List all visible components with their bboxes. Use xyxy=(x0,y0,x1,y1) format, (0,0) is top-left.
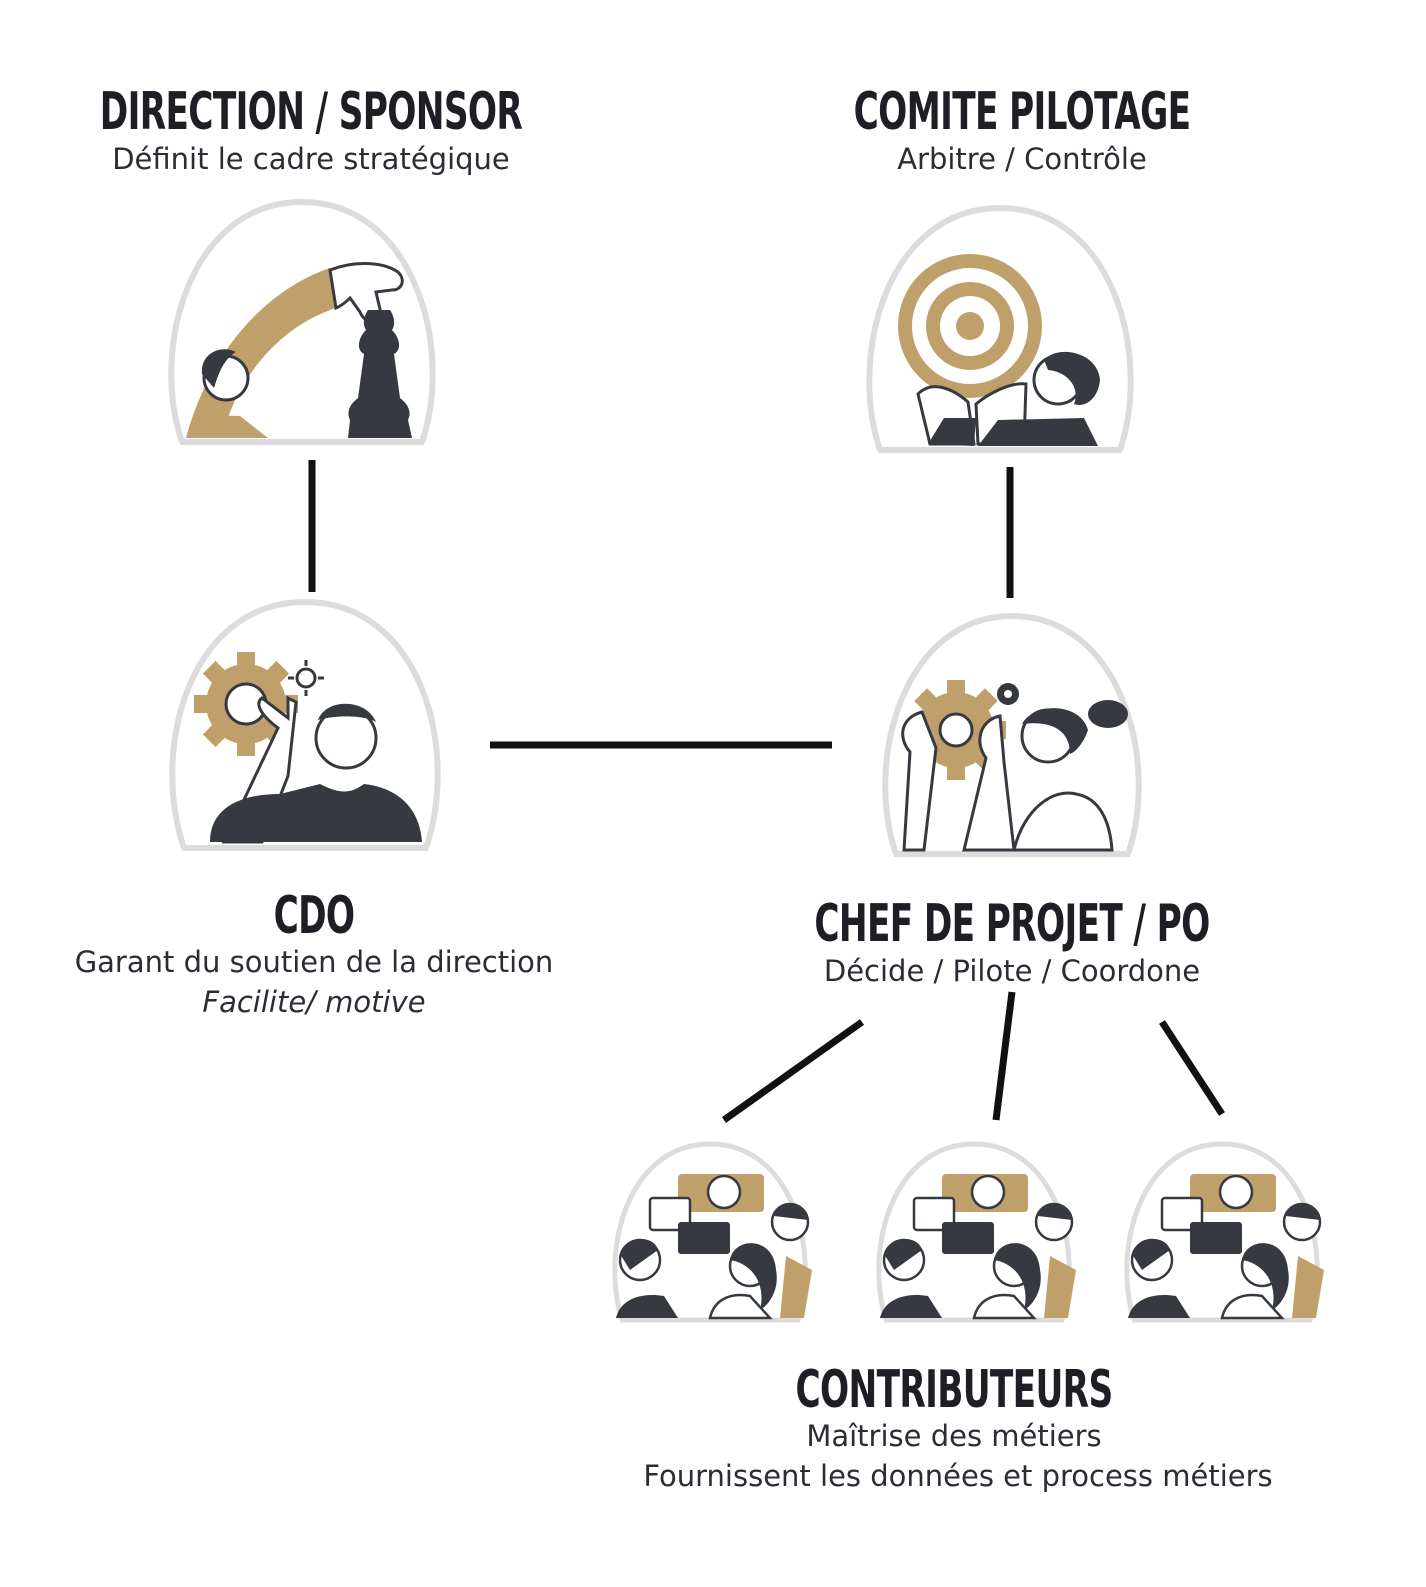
line-chef-contrib-3 xyxy=(1159,1020,1225,1116)
team-discussion-icon xyxy=(612,1141,812,1323)
cdo-subtitle: Garant du soutien de la direction xyxy=(74,945,554,979)
gear-idea-icon xyxy=(169,598,441,851)
contributeurs-subtitle-2: Fournissent les données et process métie… xyxy=(643,1459,1273,1493)
chess-strategy-icon xyxy=(168,198,436,445)
direction-title: DIRECTION / SPONSOR xyxy=(99,82,523,142)
target-icon xyxy=(866,204,1134,453)
comite-subtitle: Arbitre / Contrôle xyxy=(897,142,1147,176)
contributeurs-title: CONTRIBUTEURS xyxy=(795,1360,1113,1420)
line-chef-contrib-1 xyxy=(721,1019,865,1123)
contributeurs-subtitle: Maîtrise des métiers xyxy=(806,1419,1102,1453)
direction-subtitle: Définit le cadre stratégique xyxy=(112,142,510,176)
team-discussion-icon xyxy=(876,1141,1076,1323)
chef-subtitle: Décide / Pilote / Coordone xyxy=(823,954,1201,988)
gears-collaboration-icon xyxy=(882,612,1142,857)
line-chef-contrib-2 xyxy=(992,991,1016,1121)
team-discussion-icon xyxy=(1124,1141,1324,1323)
chef-title: CHEF DE PROJET / PO xyxy=(814,894,1210,954)
cdo-title: CDO xyxy=(273,886,356,946)
comite-title: COMITE PILOTAGE xyxy=(853,82,1192,142)
cdo-subtitle-2: Facilite/ motive xyxy=(202,985,426,1019)
